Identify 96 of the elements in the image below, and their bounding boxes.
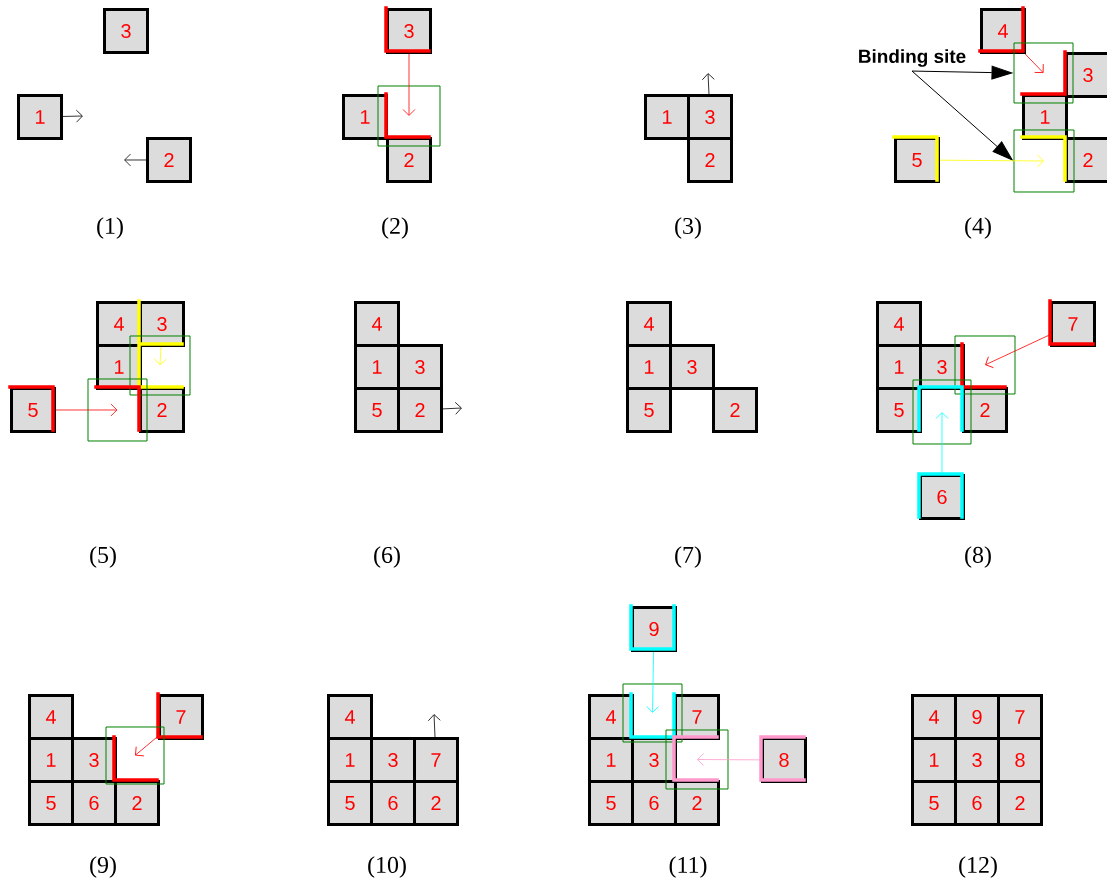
panel-label: (9) [90, 856, 116, 878]
tile: 3 [669, 344, 715, 390]
binding-site [129, 299, 191, 396]
tile: 1 [911, 737, 957, 783]
tile: 7 [1048, 299, 1096, 347]
binding-site [377, 85, 441, 147]
tile: 5 [588, 780, 634, 826]
tile: 1 [327, 737, 373, 783]
binding-site [1013, 129, 1075, 193]
tile: 6 [917, 472, 965, 520]
tile: 3 [397, 344, 443, 390]
arrow [646, 651, 659, 713]
panel-label: (8) [965, 546, 991, 568]
arrow [427, 714, 441, 738]
tile: 4 [28, 694, 74, 740]
arrow [701, 73, 715, 95]
panel-label: (3) [675, 217, 701, 239]
binding-site [622, 683, 683, 743]
tile: 2 [397, 387, 443, 433]
tile: 1 [588, 737, 634, 783]
binding-site [665, 729, 729, 790]
tile: 2 [997, 780, 1043, 826]
tile: 8 [759, 735, 807, 783]
tile: 1 [354, 344, 400, 390]
tile: 3 [1065, 52, 1107, 98]
tile: 6 [370, 780, 416, 826]
tile: 2 [712, 387, 758, 433]
annotation-text: Binding site [859, 49, 966, 67]
tile: 2 [386, 137, 432, 183]
tile: 3 [954, 737, 1000, 783]
tile: 4 [327, 694, 373, 740]
tile: 9 [629, 604, 677, 652]
tile: 3 [384, 6, 432, 54]
tile: 7 [156, 692, 204, 740]
panel-label: (5) [90, 546, 116, 568]
tile: 5 [8, 385, 56, 433]
arrow [62, 109, 83, 123]
tile: 5 [354, 387, 400, 433]
tile: 5 [327, 780, 373, 826]
tile: 3 [370, 737, 416, 783]
tile: 6 [71, 780, 117, 826]
tile: 6 [954, 780, 1000, 826]
binding-site [912, 379, 972, 445]
tile: 2 [146, 137, 192, 183]
panel-label: (10) [368, 856, 406, 878]
panel-label: (4) [965, 217, 991, 239]
tile: 2 [1065, 137, 1107, 183]
tile: 4 [876, 301, 922, 347]
tile: 3 [687, 94, 733, 140]
tile: 2 [114, 780, 160, 826]
arrow [135, 735, 159, 757]
tile: 1 [876, 344, 922, 390]
arrow [697, 753, 762, 766]
tile: 4 [626, 301, 672, 347]
tile: 5 [911, 780, 957, 826]
tile: 2 [413, 780, 459, 826]
panel-label: (11) [669, 856, 707, 878]
tile: 7 [413, 737, 459, 783]
tile: 2 [687, 137, 733, 183]
binding-arrow [911, 65, 1013, 80]
panel-label: (2) [382, 217, 408, 239]
arrow [402, 53, 416, 116]
arrow [442, 401, 462, 415]
tile: 7 [997, 694, 1043, 740]
arrow [985, 334, 1051, 369]
tile: 3 [103, 8, 149, 54]
arrow [124, 153, 147, 167]
panel-label: (12) [959, 856, 997, 878]
tile: 4 [911, 694, 957, 740]
tile: 1 [28, 737, 74, 783]
binding-arrow [911, 70, 1013, 161]
tile: 6 [631, 780, 677, 826]
tile: 2 [674, 780, 720, 826]
arrow [153, 346, 167, 366]
tile: 5 [28, 780, 74, 826]
arrow [935, 412, 949, 475]
tile: 9 [954, 694, 1000, 740]
binding-site [105, 726, 165, 785]
arrow [1024, 53, 1044, 73]
tile: 1 [342, 94, 388, 140]
tile: 1 [644, 94, 690, 140]
tile: 5 [626, 387, 672, 433]
tile: 1 [17, 94, 63, 140]
panel-label: (6) [374, 546, 400, 568]
arrow [939, 154, 1044, 168]
binding-site [87, 378, 148, 442]
tile: 5 [892, 135, 940, 183]
arrow [55, 403, 118, 417]
panel-label: (7) [675, 546, 701, 568]
tile: 4 [354, 301, 400, 347]
tile: 4 [978, 6, 1026, 54]
binding-site [1013, 42, 1074, 104]
tile: 8 [997, 737, 1043, 783]
tile: 1 [626, 344, 672, 390]
panel-label: (1) [97, 217, 123, 239]
binding-site [954, 335, 1016, 395]
